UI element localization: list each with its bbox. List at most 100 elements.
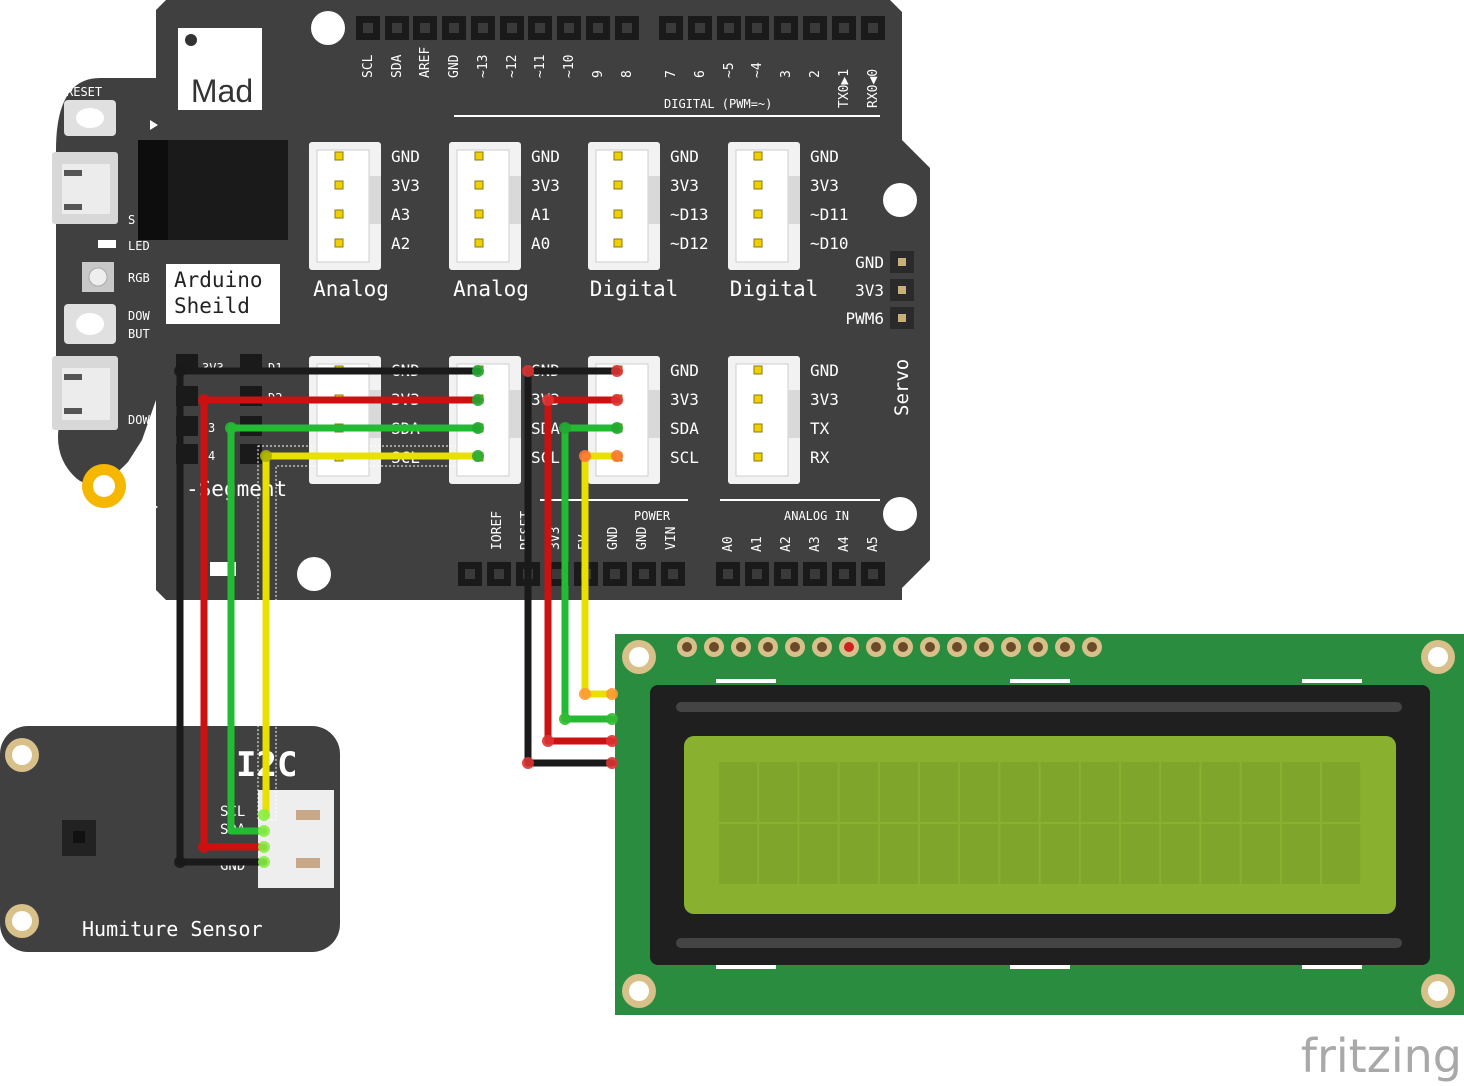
digital-pin-label: 8 — [620, 70, 635, 78]
wire-endpoint — [472, 450, 484, 462]
dow-label: DOW — [128, 413, 150, 427]
wire-endpoint — [611, 365, 623, 377]
lcd-mount-hole-inner — [629, 981, 649, 1001]
connector-pin-label: 3V3 — [670, 176, 699, 195]
connector-pin-label: A0 — [531, 234, 550, 253]
digital-pin-label: SCL — [361, 54, 376, 78]
wire-endpoint — [258, 809, 270, 821]
analog-pin-label: A1 — [750, 536, 765, 552]
wire-3v3-lcd — [544, 396, 621, 745]
lcd-header-pin-hole — [1060, 642, 1070, 652]
connector-pin-label: A2 — [391, 234, 410, 253]
lcd-header-pin-hole — [1087, 642, 1097, 652]
segment-pin — [240, 444, 262, 464]
power-caption: POWER — [634, 509, 671, 523]
top-connectors: GND3V3A3A2AnalogGND3V3A1A0AnalogGND3V3~D… — [309, 142, 849, 301]
wire-endpoint — [472, 394, 484, 406]
wire-endpoint — [611, 394, 623, 406]
fritzing-watermark: fritzing — [1301, 1029, 1462, 1083]
connector-pin-label: ~D10 — [810, 234, 849, 253]
power-pin-hole — [552, 569, 562, 579]
connector-pin — [753, 452, 763, 462]
selection-outline — [257, 445, 490, 821]
connector-name-label: Analog — [453, 277, 529, 301]
lcd-header-pin-hole — [763, 642, 773, 652]
digital-pin-hole — [392, 23, 402, 33]
lcd-tab — [1010, 679, 1070, 683]
digital-pin-label: RX0◀0 — [866, 69, 881, 108]
servo-pin-label: GND — [855, 253, 884, 272]
connector-latch — [788, 390, 800, 438]
connector-pin — [753, 209, 763, 219]
connector-pin — [613, 209, 623, 219]
wire-3v3-sensor — [200, 396, 482, 851]
digital-pin-label: 6 — [693, 70, 708, 78]
wire-endpoint — [198, 394, 210, 406]
reset-label: RESET — [66, 85, 102, 99]
digital-pin-label: ~10 — [562, 55, 577, 78]
lcd-character-cell — [1080, 824, 1119, 884]
lcd-character-cell — [1201, 762, 1240, 822]
power-pin-label: 3V3 — [548, 527, 563, 550]
servo-pin-pad — [898, 286, 906, 294]
lcd-header-pin-hole — [952, 642, 962, 652]
lcd-character-cell — [799, 762, 838, 822]
reset-button-cap — [76, 108, 104, 128]
connector-pin — [753, 151, 763, 161]
connector-pin — [753, 394, 763, 404]
digital-pin-label: ~4 — [750, 62, 765, 78]
lcd-character-cell — [1161, 762, 1200, 822]
servo-label: Servo — [891, 359, 913, 416]
digital-pin-hole — [839, 23, 849, 33]
wire-endpoint — [258, 825, 270, 837]
barrel-jack-side — [138, 140, 168, 240]
lcd-character-cell — [1121, 762, 1160, 822]
connector-pin-label: RX — [810, 448, 830, 467]
wires — [174, 365, 623, 868]
wire-endpoint — [258, 841, 270, 853]
lcd-header-pin-hole — [898, 642, 908, 652]
wire-endpoint — [606, 735, 618, 747]
lcd-header-pin-hole — [844, 642, 854, 652]
digital-pin-label: ~11 — [533, 55, 548, 78]
sensor-connector — [258, 790, 334, 888]
lcd-character-cell — [799, 824, 838, 884]
wire-endpoint — [472, 365, 484, 377]
lcd-tab — [1302, 965, 1362, 969]
connector-pin — [753, 238, 763, 248]
wire-endpoint — [559, 422, 571, 434]
wire-endpoint — [174, 856, 186, 868]
digital-pin-label: TX0▶1 — [837, 69, 852, 108]
connector-pin — [613, 151, 623, 161]
shield-title-line-2: Sheild — [174, 294, 250, 318]
wire-endpoint — [260, 450, 272, 462]
mount-hole — [883, 497, 917, 531]
digital-pin-hole — [363, 23, 373, 33]
connector-pin-label: 3V3 — [670, 390, 699, 409]
wire-endpoint — [606, 688, 618, 700]
lcd-character-cell — [839, 824, 878, 884]
brand-dot — [185, 34, 197, 46]
lcd-character-cell — [1000, 762, 1039, 822]
digital-pin-hole — [724, 23, 734, 33]
analog-pin-hole — [868, 569, 878, 579]
connector-pin-label: SCL — [670, 448, 699, 467]
connector-pin-label: GND — [391, 147, 420, 166]
segment-pin-label: 4 — [208, 449, 215, 463]
connector-latch — [509, 176, 521, 224]
connector-pin-label: SDA — [670, 419, 699, 438]
digital-pin-label: ~5 — [722, 62, 737, 78]
wire-endpoint — [611, 422, 623, 434]
usb-pad — [64, 408, 82, 414]
connector-pin-label: GND — [531, 147, 560, 166]
connector-latch — [648, 390, 660, 438]
dow-but-label-1: DOW — [128, 309, 150, 323]
connector-pin-label: ~D11 — [810, 205, 849, 224]
analog-pin-label: A5 — [866, 536, 881, 552]
wire-endpoint — [522, 757, 534, 769]
digital-pin-hole — [752, 23, 762, 33]
connector-pin — [753, 180, 763, 190]
connector-pin-label: 3V3 — [810, 390, 839, 409]
lcd-character-cell — [1241, 824, 1280, 884]
